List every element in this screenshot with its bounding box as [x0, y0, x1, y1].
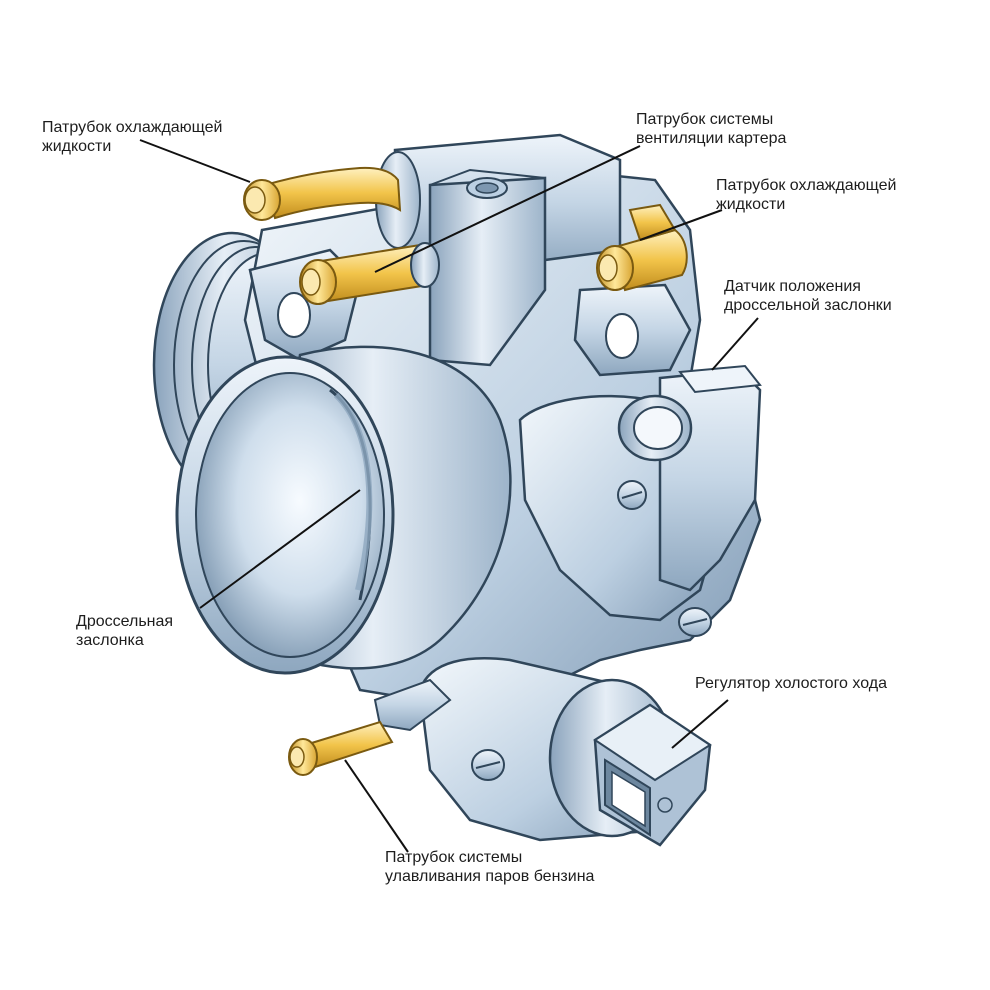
- coolant-pipe-left: [243, 166, 402, 221]
- label-idle-regulator: Регулятор холостого хода: [695, 674, 887, 693]
- label-throttle-position-sensor: Датчик положения дроссельной заслонки: [724, 277, 892, 315]
- label-coolant-pipe-right: Патрубок охлаждающей жидкости: [716, 176, 897, 214]
- leader-coolant-left: [139, 139, 251, 183]
- idle-air-regulator: [418, 657, 712, 847]
- label-coolant-pipe-left-line1: Патрубок охлаждающей: [42, 119, 223, 136]
- label-crankcase-vent-pipe-line2: вентиляции картера: [636, 130, 787, 147]
- label-evap-pipe-line1: Патрубок системы: [385, 849, 523, 866]
- leader-crankcase-vent: [374, 145, 641, 273]
- leader-evap: [344, 759, 409, 853]
- leader-coolant-right: [639, 209, 723, 241]
- label-throttle-valve-line1: Дроссельная: [76, 613, 174, 630]
- label-coolant-pipe-left: Патрубок охлаждающей жидкости: [42, 118, 223, 156]
- label-evap-pipe-line2: улавливания паров бензина: [385, 868, 595, 885]
- label-idle-regulator-line1: Регулятор холостого хода: [695, 675, 887, 692]
- label-throttle-valve: Дроссельная заслонка: [76, 612, 173, 650]
- label-coolant-pipe-left-line2: жидкости: [42, 138, 112, 155]
- throttle-position-sensor: [518, 364, 762, 637]
- label-coolant-pipe-right-line1: Патрубок охлаждающей: [716, 177, 897, 194]
- label-tps-line2: дроссельной заслонки: [724, 297, 892, 314]
- coolant-pipe-right: [596, 203, 688, 292]
- label-throttle-valve-line2: заслонка: [76, 632, 144, 649]
- label-crankcase-vent-pipe: Патрубок системы вентиляции картера: [636, 110, 786, 148]
- leader-lines: [139, 139, 759, 853]
- label-evap-pipe: Патрубок системы улавливания паров бензи…: [385, 848, 594, 886]
- throttle-bore: [175, 345, 512, 675]
- lower-mounting-tab: [373, 678, 452, 732]
- leader-tps: [711, 317, 759, 371]
- mounting-ear-right: [573, 283, 692, 377]
- evap-pipe: [288, 720, 394, 776]
- label-coolant-pipe-right-line2: жидкости: [716, 196, 786, 213]
- label-tps-line1: Датчик положения: [724, 278, 861, 295]
- label-crankcase-vent-pipe-line1: Патрубок системы: [636, 111, 774, 128]
- leader-idle-regulator: [671, 699, 729, 749]
- leader-throttle-valve: [199, 489, 361, 609]
